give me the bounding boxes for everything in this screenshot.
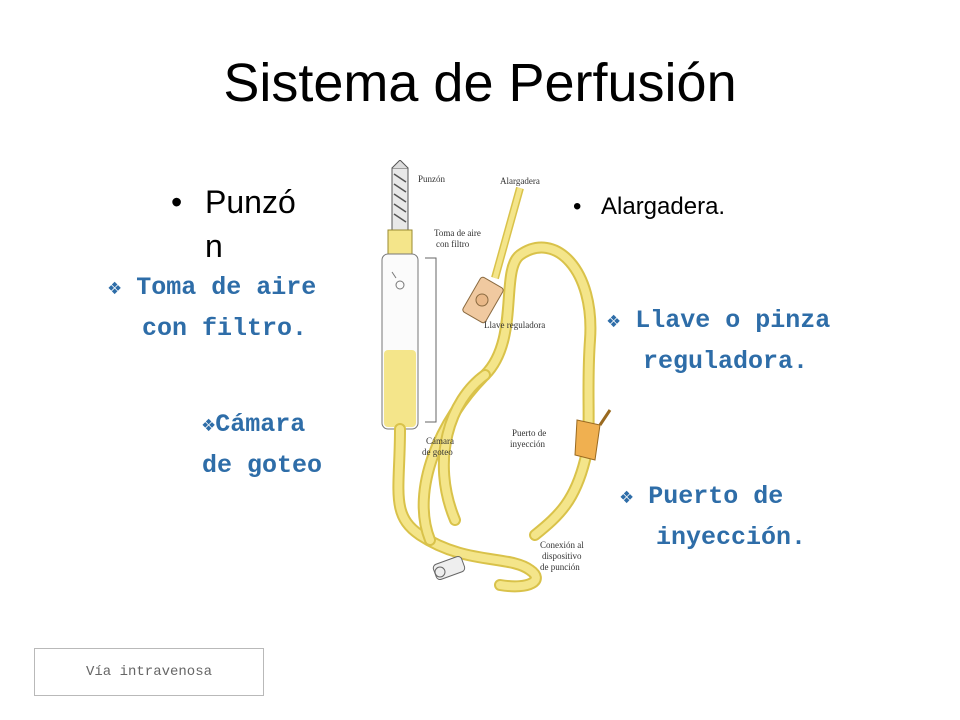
tubing — [392, 241, 597, 593]
bullet-punzon-line2: n — [205, 228, 223, 264]
diagram-label-conexion-2: dispositivo — [542, 551, 582, 561]
footer-label: Vía intravenosa — [34, 648, 264, 696]
injection-port-icon — [574, 409, 612, 461]
subitem-camara: ❖Cámara de goteo — [202, 405, 322, 486]
roller-clamp-icon — [462, 276, 504, 324]
diagram-label-camara-2: de goteo — [422, 447, 453, 457]
bullet-dot: • — [171, 184, 183, 220]
bullet-alargadera-label: Alargadera. — [601, 193, 726, 220]
spike-icon — [391, 160, 409, 231]
diagram-label-conexion-3: de punción — [540, 562, 580, 572]
subitem-llave-line1: Llave o pinza — [635, 306, 831, 335]
slide-title: Sistema de Perfusión — [223, 53, 737, 113]
diagram-label-camara-1: Cámara — [426, 436, 454, 446]
diagram-label-puerto-1: Puerto de — [512, 428, 546, 438]
diagram-label-toma-1: Toma de aire — [434, 228, 481, 238]
subitem-toma-line1: Toma de aire — [136, 273, 317, 302]
bullet-dot: • — [573, 193, 582, 220]
subitem-puerto-line1: Puerto de — [648, 482, 784, 511]
diagram-label-toma-2: con filtro — [436, 239, 470, 249]
connector-icon — [432, 555, 466, 581]
subitem-toma-aire: ❖ Toma de aire con filtro. — [108, 268, 316, 349]
subitem-puerto-line2: inyección. — [656, 523, 807, 552]
diagram-label-puerto-2: inyección — [510, 439, 545, 449]
diamond-bullet-icon: ❖ — [620, 485, 634, 510]
subitem-toma-line2: con filtro. — [142, 314, 308, 343]
bullet-punzon-line1: Punzó — [205, 184, 296, 220]
diamond-bullet-icon: ❖ — [607, 309, 621, 334]
drip-chamber-icon — [381, 253, 419, 430]
bullet-punzon: • Punzó n — [171, 180, 296, 268]
diagram-label-punzon: Punzón — [418, 174, 446, 184]
subitem-camara-line1: Cámara — [215, 410, 306, 439]
diagram-label-conexion-1: Conexión al — [540, 540, 584, 550]
diagram-label-alargadera: Alargadera — [500, 176, 540, 186]
subitem-camara-line2: de goteo — [202, 451, 323, 480]
subitem-llave: ❖ Llave o pinza reguladora. — [607, 301, 830, 382]
bullet-alargadera: • Alargadera. — [573, 192, 726, 222]
subitem-llave-line2: reguladora. — [643, 347, 809, 376]
subitem-puerto: ❖ Puerto de inyección. — [620, 477, 806, 558]
diamond-bullet-icon: ❖ — [202, 413, 216, 438]
diamond-bullet-icon: ❖ — [108, 276, 122, 301]
infusion-set-diagram: Punzón Alargadera Toma de aire con filtr… — [381, 160, 612, 593]
diagram-label-llave: Llave reguladora — [484, 320, 545, 330]
